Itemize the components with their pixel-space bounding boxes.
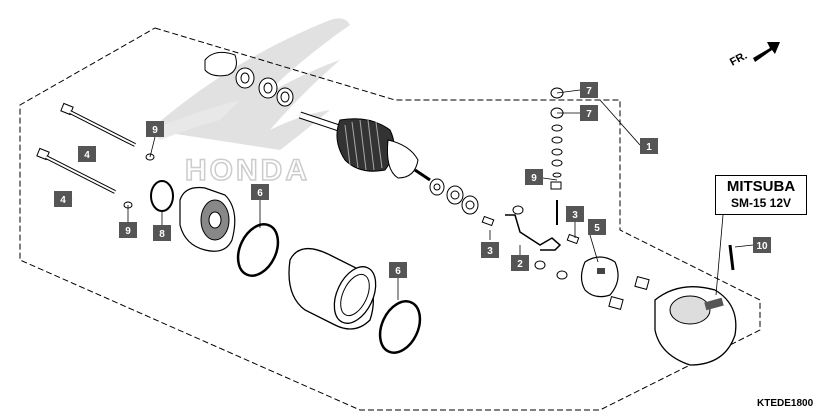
o-ring-front <box>150 180 174 212</box>
callout-9b: 9 <box>125 226 131 237</box>
callout-9a-box <box>146 121 164 137</box>
honda-watermark-text: HONDA <box>185 154 310 187</box>
callout-4a-box <box>78 146 96 162</box>
callout-9a: 9 <box>152 125 158 136</box>
callout-9c: 9 <box>531 173 537 184</box>
callout-10-box <box>753 237 771 253</box>
front-direction-arrow <box>753 42 780 62</box>
long-bolt-upper <box>60 102 136 147</box>
callout-7b: 7 <box>586 109 592 120</box>
callout-1: 1 <box>646 142 652 153</box>
armature <box>298 111 431 182</box>
callout-7a-box <box>580 82 598 98</box>
o-ring-rear <box>378 300 422 354</box>
leader-lines <box>64 89 754 300</box>
callout-9b-box <box>119 222 137 238</box>
callout-6a: 6 <box>257 188 263 199</box>
callout-4a: 4 <box>84 150 90 161</box>
rear-cover <box>654 286 737 366</box>
brush-holder-set <box>481 205 580 280</box>
maker-name: MITSUBA <box>726 178 796 195</box>
thrust-washers <box>235 67 294 107</box>
callout-9c-box <box>525 169 543 185</box>
assembly-boundary <box>19 27 761 411</box>
lock-plate <box>204 51 237 77</box>
callout-6b-box <box>389 262 407 278</box>
front-cover <box>179 186 236 252</box>
maker-label-box: MITSUBA SM-15 12V <box>715 175 807 215</box>
callout-4b: 4 <box>60 195 66 206</box>
maker-model: SM-15 12V <box>730 196 792 210</box>
brush-plate <box>580 256 619 298</box>
callout-7b-box <box>580 105 598 121</box>
long-bolt-lower <box>36 147 116 194</box>
callout-8: 8 <box>159 229 165 240</box>
callout-5-box <box>588 219 606 235</box>
terminal-nuts <box>550 87 564 190</box>
motor-yoke <box>288 248 377 330</box>
callout-2-box <box>511 255 529 271</box>
callout-4b-box <box>54 191 72 207</box>
callout-3b: 3 <box>572 210 578 221</box>
o-ring-middle <box>236 223 280 277</box>
callout-5: 5 <box>594 223 600 234</box>
diagram-code: KTEDE1800 <box>757 398 814 409</box>
callout-3b-box <box>566 206 584 222</box>
screw-bolt <box>728 244 735 271</box>
callout-8-box <box>153 225 171 241</box>
callout-3a: 3 <box>487 246 493 257</box>
callouts: 1 2 3 3 4 4 5 6 6 7 7 8 9 9 9 10 <box>54 82 771 278</box>
armature-washers <box>429 178 479 215</box>
callout-6a-box <box>251 184 269 200</box>
seal-square <box>634 276 650 290</box>
callout-6b: 6 <box>395 266 401 277</box>
callout-2: 2 <box>517 259 523 270</box>
callout-7a: 7 <box>586 86 592 97</box>
callout-1-box <box>640 138 658 154</box>
callout-3a-box <box>481 242 499 258</box>
seal-small <box>608 296 624 310</box>
callout-10: 10 <box>756 241 768 252</box>
